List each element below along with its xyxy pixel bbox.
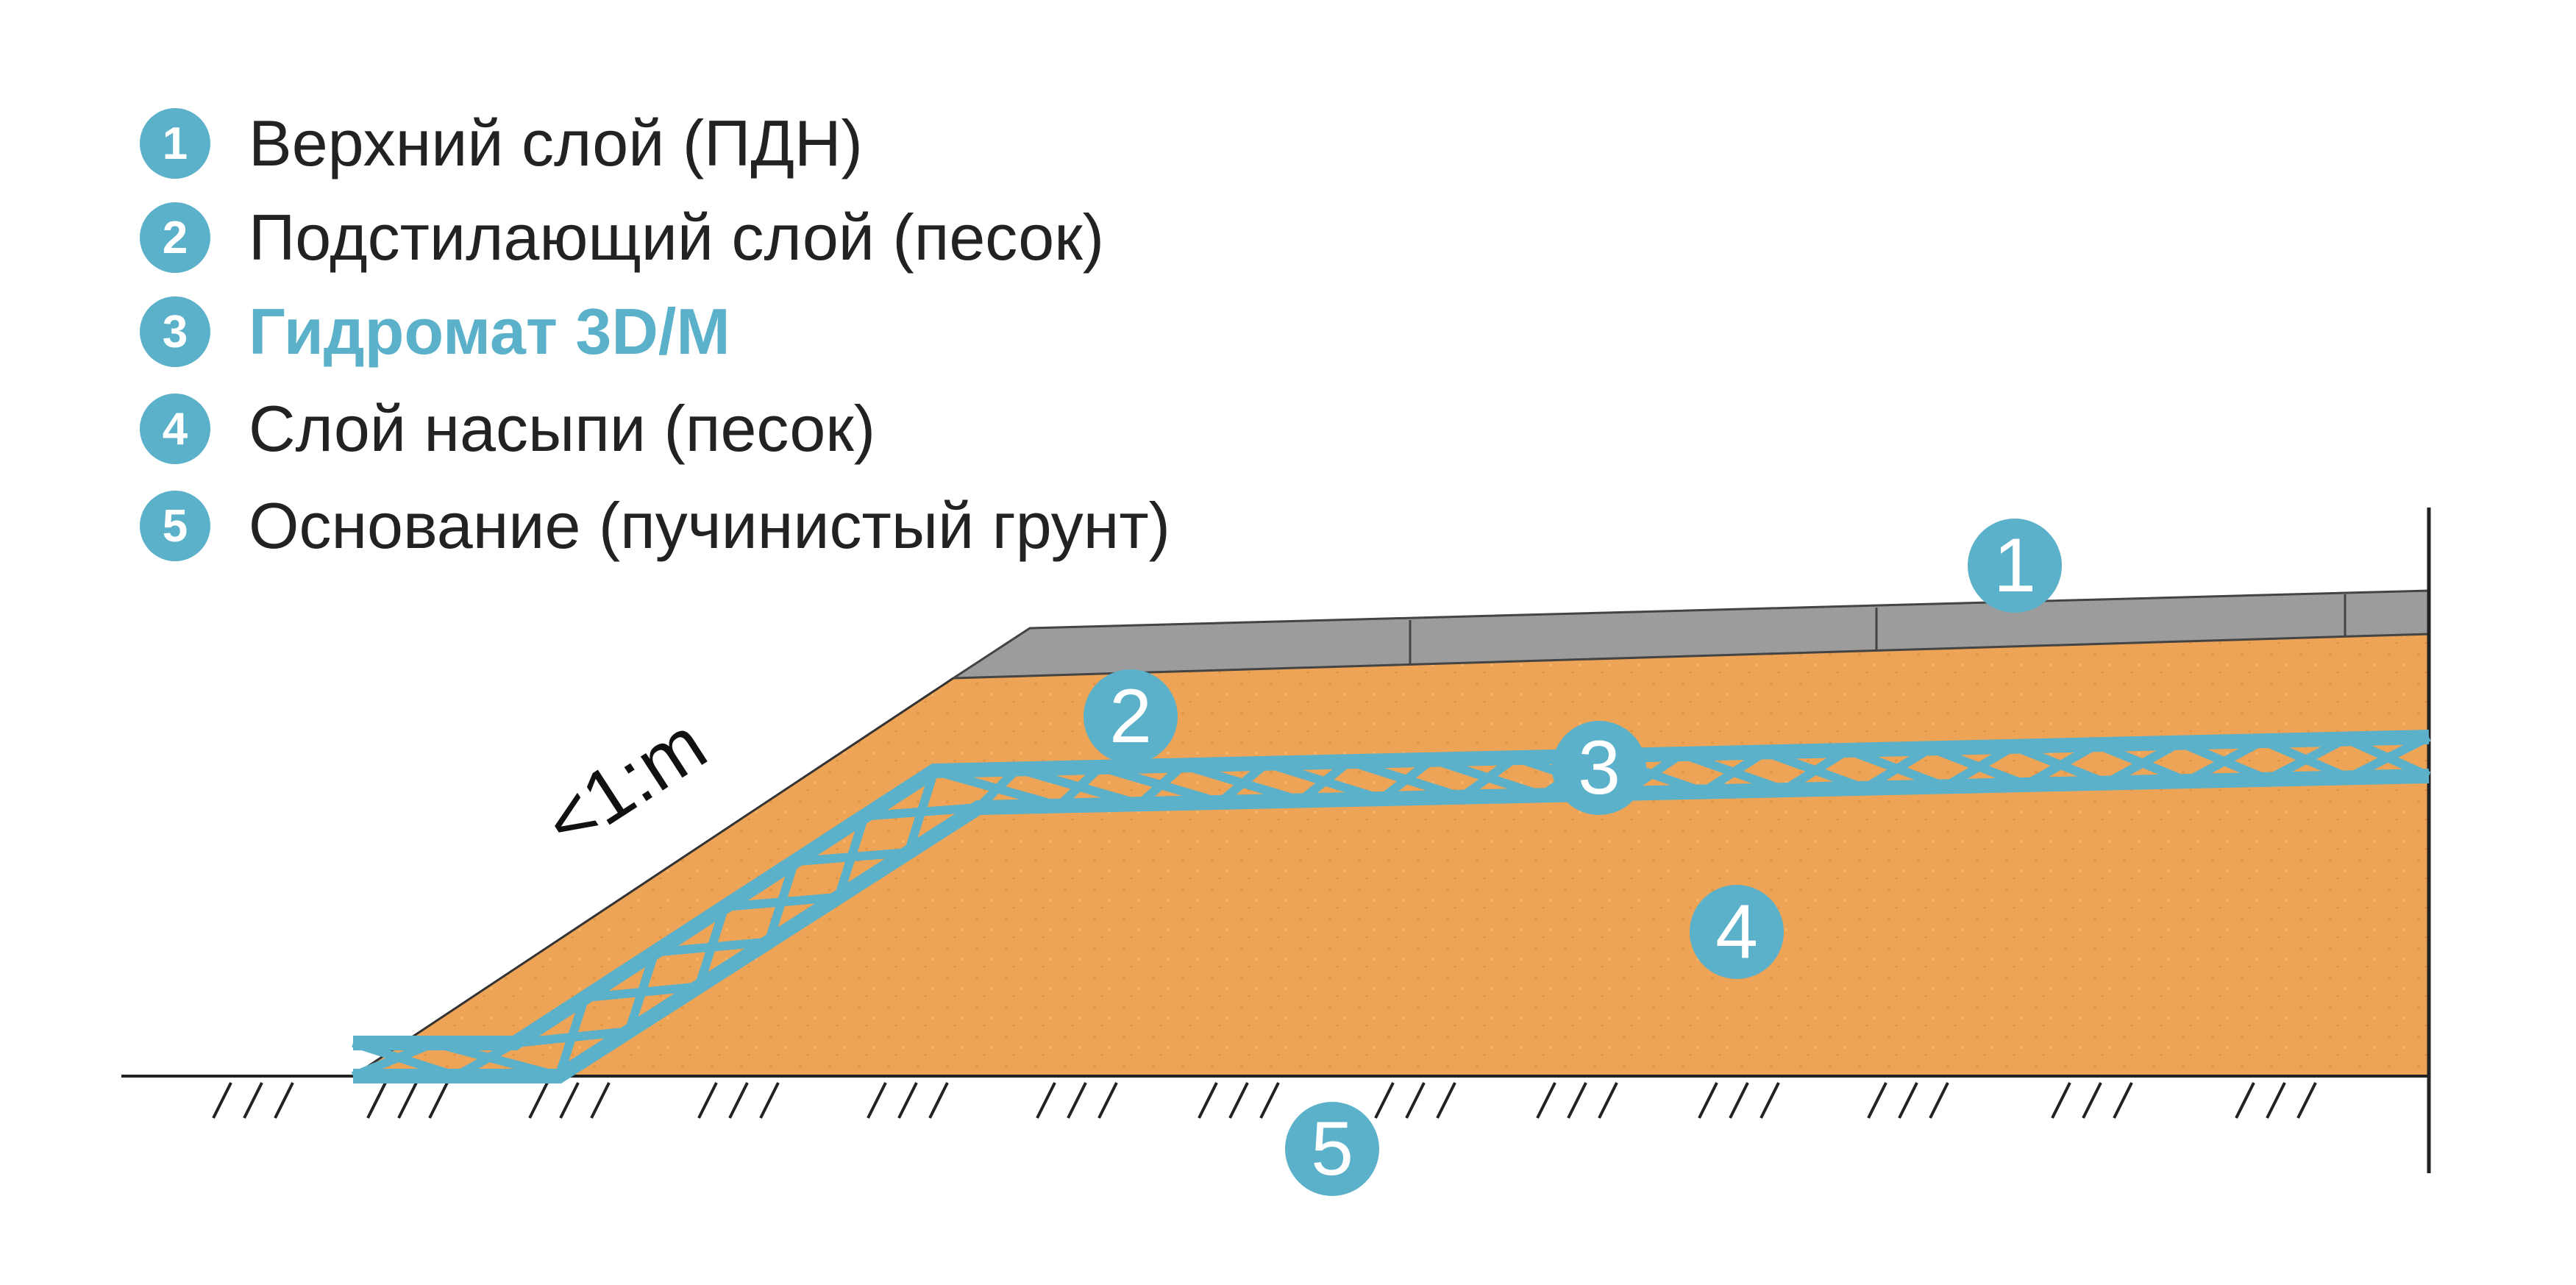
hatch-mark (1536, 1082, 1556, 1119)
hatch-mark (2235, 1082, 2255, 1119)
hatch-mark (1760, 1082, 1780, 1119)
marker-3: 3 (1552, 721, 1646, 815)
hatch-mark (759, 1082, 780, 1119)
hatch-mark (1929, 1082, 1949, 1119)
geomat-strand (904, 769, 939, 854)
hatch-mark (1867, 1082, 1887, 1119)
marker-4: 4 (1690, 885, 1784, 979)
geomat-strand (694, 905, 729, 989)
geomat-strand (2104, 738, 2182, 787)
hatch-mark (590, 1082, 611, 1119)
geomat-strand (625, 950, 659, 1033)
hatch-mark (1729, 1082, 1749, 1119)
hatch-mark (243, 1082, 263, 1119)
geomat-strand (454, 1039, 517, 1081)
hatch-mark (2296, 1082, 2317, 1119)
geomat-strand (1136, 761, 1186, 808)
geomat-strand (1378, 755, 1435, 802)
hatch-mark (1036, 1082, 1056, 1119)
legend-text-2: Подстилающий слой (песок) (249, 201, 1105, 274)
geomat-strand (2346, 733, 2431, 782)
legend-item-1: 1 Верхний слой (ПДН) (140, 103, 863, 184)
legend-text-5: Основание (пучинистый грунт) (249, 489, 1170, 562)
hatch-mark (1097, 1082, 1118, 1119)
slope-edge (352, 677, 954, 1078)
hatch-mark (1067, 1082, 1087, 1119)
geomat-strand (764, 860, 799, 944)
hatch-mark (1198, 1082, 1218, 1119)
hatch-mark (2113, 1082, 2133, 1119)
legend-item-3: 3 Гидромат 3D/M (140, 291, 730, 372)
geomat-strand (1217, 760, 1270, 806)
geomat-strand (2185, 736, 2266, 786)
geomat-strand (1701, 748, 1768, 796)
legend-text-1: Верхний слой (ПДН) (249, 107, 863, 179)
hatch-mark (212, 1082, 232, 1119)
hatch-mark (1259, 1082, 1280, 1119)
geomat-strand (555, 996, 589, 1078)
hatch-mark (2082, 1082, 2102, 1119)
geomat-strand (1298, 758, 1353, 805)
geomat (351, 730, 2431, 1083)
legend-item-2: 2 Подстилающий слой (песок) (140, 197, 1104, 278)
legend-number-2: 2 (140, 202, 210, 273)
hatch-mark (1374, 1082, 1395, 1119)
hatch-mark (867, 1082, 887, 1119)
marker-1: 1 (1968, 519, 2062, 613)
geomat-strand (975, 766, 1021, 811)
legend-number-4: 4 (140, 394, 210, 464)
hatch-mark (366, 1082, 387, 1119)
geomat-strand (433, 1039, 561, 1081)
hatch-mark (728, 1082, 749, 1119)
hatch-mark (1698, 1082, 1718, 1119)
hatch-mark (2051, 1082, 2071, 1119)
hatch-mark (1228, 1082, 1249, 1119)
ground-hatches (212, 1082, 2317, 1119)
geomat-strand (1862, 744, 1933, 792)
hatch-mark (697, 1082, 718, 1119)
hatch-mark (1436, 1082, 1456, 1119)
geomat-strand (1459, 754, 1518, 801)
hatch-mark (928, 1082, 949, 1119)
hatch-mark (2266, 1082, 2286, 1119)
legend-number-3: 3 (140, 296, 210, 367)
legend-number-5: 5 (140, 491, 210, 561)
geomat-strand (1943, 742, 2016, 791)
marker-2: 2 (1084, 669, 1178, 763)
hatch-mark (1898, 1082, 1918, 1119)
marker-5: 5 (1285, 1102, 1379, 1196)
hatch-mark (1598, 1082, 1618, 1119)
legend-item-4: 4 Слой насыпи (песок) (140, 388, 875, 469)
geomat-strand (2024, 741, 2099, 789)
geomat-strand (834, 814, 869, 899)
legend-number-1: 1 (140, 108, 210, 179)
geomat-strand (2266, 735, 2348, 784)
geomat-strand (1782, 746, 1850, 794)
paving-joints (1409, 594, 2346, 666)
hatch-mark (428, 1082, 449, 1119)
hatch-mark (528, 1082, 549, 1119)
hatch-mark (274, 1082, 294, 1119)
legend-item-5: 5 Основание (пучинистый грунт) (140, 485, 1170, 566)
legend-text-3: Гидромат 3D/M (249, 295, 730, 368)
geomat-strand (1056, 763, 1103, 809)
legend-text-4: Слой насыпи (песок) (249, 392, 876, 465)
hatch-mark (897, 1082, 918, 1119)
hatch-mark (559, 1082, 580, 1119)
geomat-strand (351, 1039, 436, 1081)
hatch-mark (1405, 1082, 1426, 1119)
hatch-mark (1567, 1082, 1587, 1119)
hatch-mark (397, 1082, 418, 1119)
